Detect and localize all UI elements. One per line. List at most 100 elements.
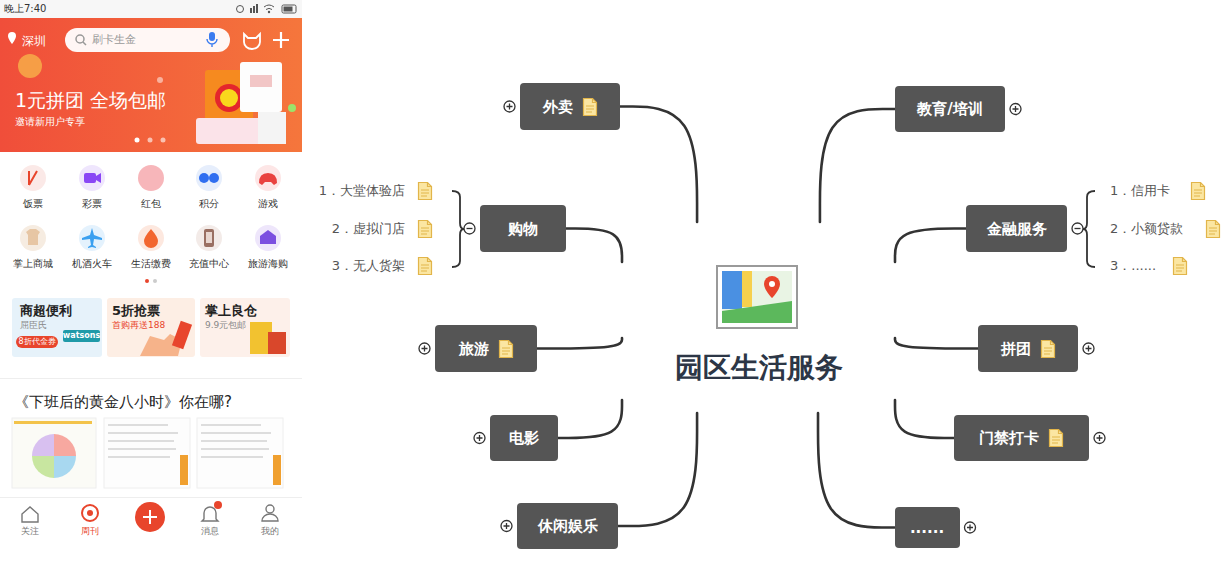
topic-box: 购物: [480, 205, 566, 252]
map-icon: [717, 266, 797, 328]
topic-box: 教育/培训: [895, 86, 1005, 132]
doc-icon: [419, 258, 432, 275]
feed-section: [0, 497, 302, 498]
product-photo: [250, 75, 272, 87]
expand-toggle: [464, 223, 475, 234]
shortcut-icons: [196, 225, 222, 251]
product-photo: [161, 138, 166, 143]
tab-bar-icons: [82, 505, 98, 521]
search-placeholder: 刷卡生金: [92, 33, 136, 46]
doc-icon: [419, 221, 432, 238]
branch-connector: [895, 338, 978, 349]
central-topic: 园区生活服务: [622, 222, 895, 413]
map-icon: [717, 266, 797, 328]
feed-section: [104, 418, 190, 488]
shortcut-icons: [144, 229, 158, 248]
subtopic-item: 3．无人货架: [332, 258, 405, 274]
shortcut-icons: [26, 229, 40, 245]
header-banner: [207, 39, 217, 47]
expand-toggle: [965, 522, 976, 533]
expand-toggle: [1086, 346, 1092, 352]
card-title: 5折抢票: [112, 303, 160, 319]
header-banner: [209, 32, 215, 41]
tab-bar-icons: [143, 510, 157, 524]
shortcut-icons: [20, 165, 281, 283]
topic-text: ......: [910, 518, 944, 538]
status-icons: [237, 4, 297, 13]
subtopic-bracket: [452, 191, 464, 267]
promo-cards: [268, 332, 286, 354]
expand-toggle: [474, 433, 485, 444]
shortcut-icons: [138, 225, 164, 251]
banner-subtitle: 邀请新用户专享: [15, 116, 85, 128]
tab-bar-icons: [22, 501, 278, 532]
shortcut-label: 机酒火车: [72, 258, 112, 270]
shortcut-icons: [255, 225, 281, 251]
expand-toggle: [474, 433, 485, 444]
expand-toggle: [464, 223, 475, 234]
doc-icon: [1040, 339, 1056, 359]
shortcut-icons: [145, 279, 149, 283]
card-title: 商超便利: [20, 303, 72, 319]
expand-toggle: [1072, 223, 1083, 234]
product-photo: [135, 138, 140, 143]
feed-section: [201, 425, 271, 457]
topic-box: 外卖: [520, 83, 620, 130]
shortcut-icons: [209, 173, 219, 183]
subtopic-item: 2．虚拟门店: [332, 221, 405, 237]
doc-icon: [582, 97, 598, 117]
branch-connector: [818, 413, 894, 528]
expand-toggle: [1094, 433, 1105, 444]
topic-text: 教育/培训: [917, 99, 982, 119]
expand-toggle: [477, 435, 483, 441]
header-banner: [8, 32, 16, 44]
map-icon: [742, 271, 752, 307]
expand-toggle: [1075, 228, 1081, 229]
shortcut-label: 红包: [141, 198, 161, 210]
shortcut-icons: [259, 173, 277, 185]
topic-text: 购物: [508, 219, 538, 239]
tab-label: 我的: [261, 526, 279, 537]
shortcut-label: 掌上商城: [13, 258, 53, 270]
expand-toggle: [504, 101, 515, 112]
expand-toggle: [501, 521, 512, 532]
expand-toggle: [1010, 104, 1021, 115]
tab-bar-icons: [22, 507, 38, 522]
branch-connector: [895, 400, 954, 438]
shortcut-icons: [79, 165, 105, 191]
feed-section: [0, 378, 302, 379]
branch-connector: [618, 413, 697, 526]
tab-bar-icons: [262, 514, 278, 521]
branch-connector: [537, 338, 622, 349]
branch-connector: [558, 400, 622, 438]
expand-toggle: [965, 522, 976, 533]
shortcut-icons: [20, 165, 46, 191]
city-name: 深圳: [22, 34, 46, 48]
subtopic-item: 1．大堂体验店: [319, 183, 405, 199]
header-banner: [18, 54, 42, 78]
card-subtitle: 首购再送188: [112, 320, 165, 331]
card-title: 掌上良仓: [205, 303, 257, 319]
status-icons: [250, 8, 252, 13]
map-icon: [722, 301, 792, 323]
tab-bar-icons: [135, 502, 165, 532]
status-icons: [237, 6, 244, 13]
shortcut-icons: [206, 232, 212, 243]
shortcut-label: 游戏: [258, 198, 278, 210]
shortcut-label: 积分: [199, 198, 219, 210]
branch-connector: [895, 229, 966, 262]
feed-section: [108, 425, 178, 457]
topic-text: 休闲娱乐: [538, 516, 598, 536]
doc-icon: [1174, 258, 1187, 275]
header-banner: [288, 104, 296, 112]
topic-text: 外卖: [543, 97, 573, 117]
subtopic-bracket: [1083, 191, 1095, 267]
expand-toggle: [1083, 343, 1094, 354]
expand-toggle: [507, 104, 513, 110]
promo-cards: [12, 298, 290, 357]
product-photo: [220, 89, 238, 107]
banner-headline: 1元拼团 全场包邮: [15, 89, 166, 112]
expand-toggle: [1013, 106, 1019, 112]
header-banner: [83, 42, 86, 45]
expand-toggle: [1010, 104, 1021, 115]
